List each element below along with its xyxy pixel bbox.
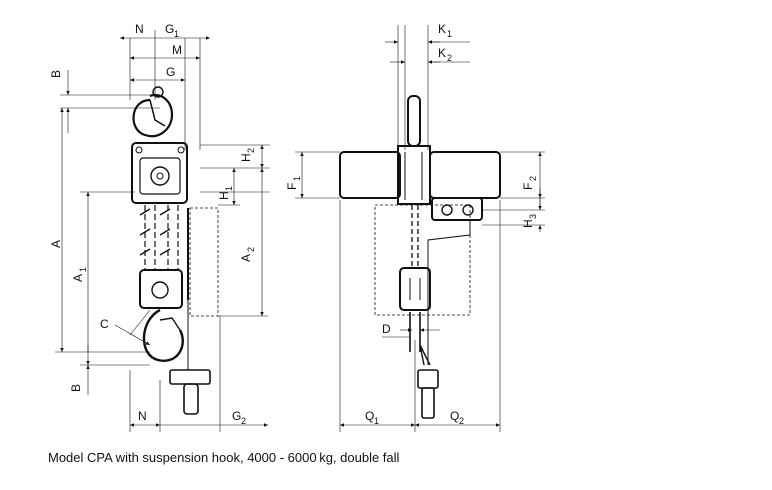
label-k1-sub: 1 [447,29,452,39]
label-f2: F [521,183,535,190]
figure-caption: Model CPA with suspension hook, 4000 - 6… [48,450,400,465]
label-n-top: N [135,22,144,36]
label-h3-sub: 3 [528,214,538,219]
label-h2: H [239,153,253,162]
label-d: D [382,322,391,336]
label-b-top: B [49,70,63,78]
label-g-top: G [166,65,175,79]
label-f1-sub: 1 [292,176,302,181]
label-m: M [172,43,182,57]
label-a1-sub: 1 [78,267,88,272]
label-a1: A [71,274,85,282]
label-f1: F [285,183,299,190]
label-a: A [49,240,63,248]
label-h3: H [521,219,535,228]
label-h1: H [217,191,231,200]
label-n-bottom: N [138,409,147,423]
label-a2-sub: 2 [246,247,256,252]
label-q1: Q [365,409,374,423]
label-q2-sub: 2 [459,416,464,426]
dimension-labels: N G 1 M G B H 2 H 1 A A 1 A 2 C B N G 2 … [49,22,538,426]
label-a2: A [239,254,253,262]
label-g2-sub: 2 [241,416,246,426]
label-q1-sub: 1 [374,416,379,426]
label-g2: G [232,409,241,423]
label-g1-sub: 1 [174,29,179,39]
label-k1: K [438,22,446,36]
label-b-bottom: B [69,384,83,392]
label-g1: G [165,22,174,36]
label-c: C [100,317,109,331]
label-h1-sub: 1 [224,186,234,191]
label-f2-sub: 2 [528,176,538,181]
label-q2: Q [450,409,459,423]
side-view [295,25,545,432]
label-h2-sub: 2 [246,148,256,153]
label-k2-sub: 2 [447,53,452,63]
front-view [55,30,270,432]
label-k2: K [438,46,446,60]
